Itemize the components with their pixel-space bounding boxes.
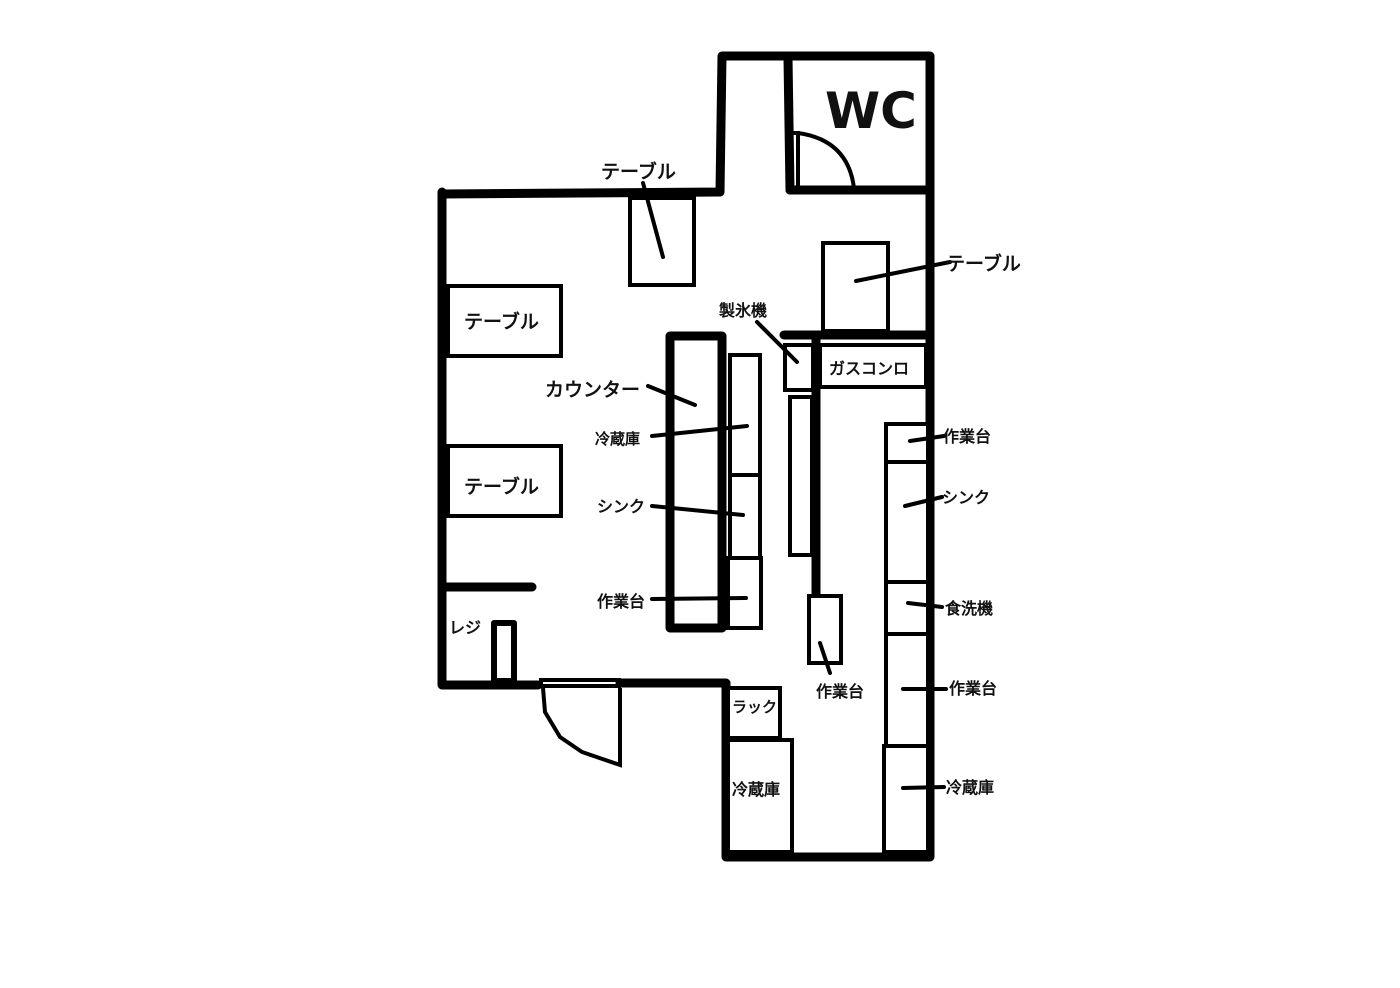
worktable-center	[807, 594, 843, 665]
kitchen-shelf	[788, 395, 814, 557]
label-rack: ラック	[732, 698, 777, 716]
label-fridge-counter: 冷蔵庫	[595, 430, 640, 448]
label-table-top: テーブル	[601, 160, 676, 183]
wc-label: WC	[825, 82, 917, 140]
label-table-left-1: テーブル	[464, 310, 539, 333]
label-worktable-counter: 作業台	[597, 592, 645, 611]
fridge-right	[882, 744, 930, 854]
counter	[665, 331, 727, 633]
label-dishwasher: 食洗機	[944, 599, 993, 618]
label-sink-counter: シンク	[597, 497, 645, 516]
sink-right	[884, 460, 930, 584]
register	[491, 620, 517, 684]
label-register: レジ	[449, 618, 481, 637]
entrance-door[interactable]	[539, 678, 622, 768]
label-counter: カウンター	[545, 379, 640, 401]
table-top	[628, 196, 696, 287]
label-worktable-right-top: 作業台	[943, 427, 991, 446]
fridge-counter	[728, 353, 762, 477]
label-fridge-bottom: 冷蔵庫	[732, 780, 780, 799]
label-table-left-2: テーブル	[464, 475, 539, 498]
label-table-right: テーブル	[946, 252, 1021, 275]
rack	[726, 686, 782, 740]
label-gas-stove: ガスコンロ	[829, 359, 909, 378]
label-ice-machine: 製氷機	[718, 301, 767, 320]
ice-machine	[783, 343, 815, 392]
leader-lines	[641, 181, 952, 790]
dishwasher	[884, 580, 930, 636]
label-sink-right: シンク	[942, 488, 990, 507]
gas-stove	[818, 343, 928, 389]
wall-left	[437, 187, 543, 690]
fridge-bottom	[726, 738, 794, 854]
table-left-2	[446, 444, 563, 518]
label-worktable-right-mid: 作業台	[949, 679, 997, 698]
worktable-right-top	[884, 422, 930, 464]
table-right	[821, 241, 890, 333]
table-left-1	[446, 284, 563, 358]
sink-counter	[728, 473, 762, 560]
worktable-counter	[726, 556, 763, 630]
label-worktable-center: 作業台	[816, 682, 864, 701]
label-fridge-right: 冷蔵庫	[946, 778, 994, 797]
wc-door[interactable]	[788, 131, 856, 190]
